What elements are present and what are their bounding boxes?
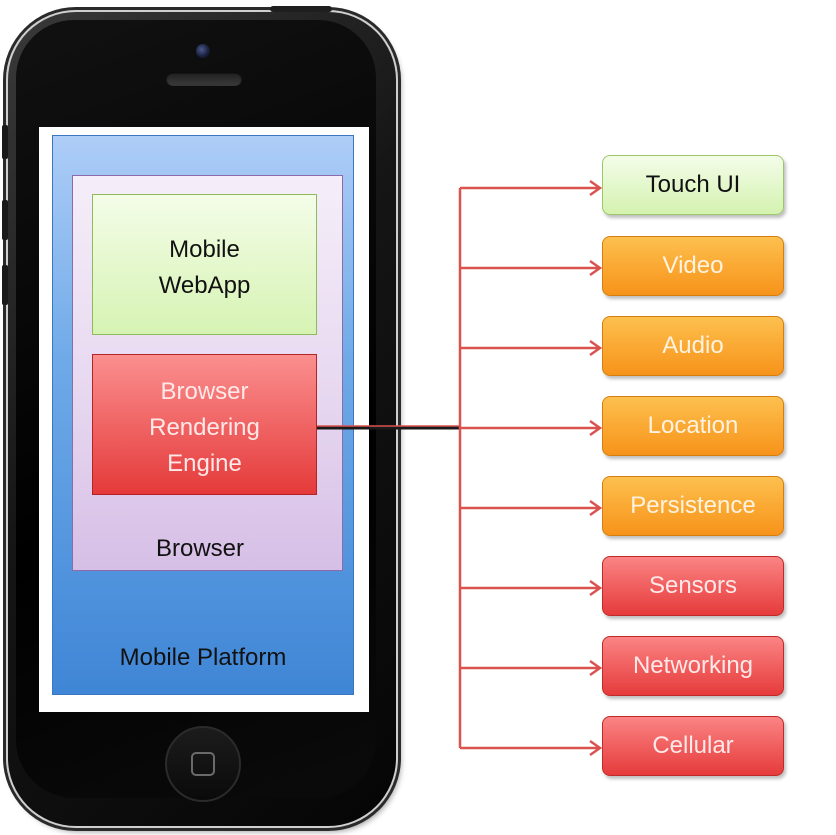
arrowhead-icon [589,579,603,597]
arrowhead-icon [589,739,603,757]
home-button [165,726,241,802]
feature-audio: Audio [602,316,784,376]
feature-sensors: Sensors [602,556,784,616]
arrowhead-icon [589,659,603,677]
arrowhead-icon [589,179,603,197]
rendering-engine-box [92,354,317,495]
webapp-label-line1: Mobile [169,236,240,263]
feature-persistence: Persistence [602,476,784,536]
arrowhead-icon [589,339,603,357]
browser-label: Browser [155,535,245,562]
arrowhead-icon [589,259,603,277]
speaker-grille [166,72,242,86]
feature-touch-ui: Touch UI [602,155,784,215]
arrowhead-icon [589,419,603,437]
webapp-label-line2: WebApp [158,272,251,299]
arrowhead-icon [589,499,603,517]
volume-down-button [2,265,8,305]
feature-location: Location [602,396,784,456]
engine-label-line3: Engine [167,450,242,477]
feature-cellular: Cellular [602,716,784,776]
power-button [270,6,332,12]
feature-networking: Networking [602,636,784,696]
camera-icon [196,44,210,58]
mobile-platform-label: Mobile Platform [119,644,287,671]
home-square-icon [191,752,215,776]
mobile-webapp-box [92,194,317,335]
engine-label-line2: Rendering [149,414,260,441]
engine-label-line1: Browser [160,378,249,405]
volume-up-button [2,200,8,240]
feature-video: Video [602,236,784,296]
mute-switch [2,125,8,159]
